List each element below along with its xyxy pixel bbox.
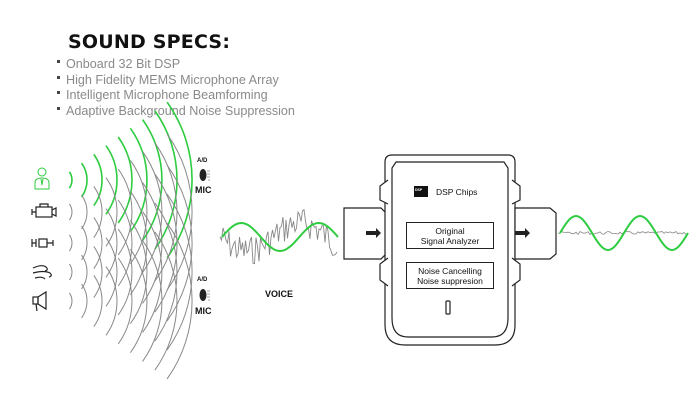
dsp-chip-label: DSP Chips bbox=[436, 187, 478, 197]
noise-wave-arc bbox=[93, 246, 103, 298]
spec-text: Adaptive Background Noise Suppression bbox=[66, 103, 295, 118]
noise-wave-arc bbox=[68, 234, 73, 252]
noise-wave-arc bbox=[81, 283, 88, 319]
sound-wave-arcs bbox=[68, 101, 193, 380]
noise-wave-arc bbox=[105, 208, 118, 278]
noise-wave-arc bbox=[154, 231, 178, 371]
noise-wave-arc bbox=[105, 237, 118, 307]
noise-wave-arc bbox=[105, 266, 118, 336]
noise-wave-arc bbox=[68, 292, 73, 310]
noise-wave-arc bbox=[142, 211, 163, 333]
spec-item: High Fidelity MEMS Microphone Array bbox=[57, 73, 295, 89]
mic-top-icon bbox=[199, 169, 210, 181]
input-arrow-block bbox=[343, 207, 387, 260]
noisy-voice-waveform bbox=[219, 208, 339, 265]
output-arrow-block bbox=[514, 207, 557, 260]
noise-line-2: Noise suppresion bbox=[417, 275, 483, 286]
noise-wave-arc bbox=[105, 177, 118, 247]
spec-text: High Fidelity MEMS Microphone Array bbox=[66, 72, 279, 87]
noise-wave-arc bbox=[117, 168, 133, 256]
noise-wave-arc bbox=[129, 191, 148, 295]
voice-wave-arc bbox=[105, 145, 118, 215]
voice-wave-arc bbox=[129, 127, 148, 233]
noise-wave-arc bbox=[154, 142, 178, 282]
mic-label-top: MIC bbox=[195, 185, 212, 195]
voice-wave-arc bbox=[68, 171, 73, 189]
spec-item: Intelligent Microphone Beamforming bbox=[57, 88, 295, 104]
section-heading: SOUND SPECS: bbox=[68, 31, 231, 53]
bullet-icon bbox=[57, 60, 60, 63]
noise-wave-arc bbox=[93, 217, 103, 269]
signal-analyzer-box: Original Signal Analyzer bbox=[406, 222, 494, 249]
person-icon bbox=[34, 167, 50, 190]
noise-wave-arc bbox=[129, 249, 148, 353]
mic-bottom-icon bbox=[199, 289, 210, 301]
noise-cancelling-box: Noise Cancelling Noise suppresion bbox=[406, 262, 494, 289]
noise-wave-arc bbox=[154, 202, 178, 342]
voice-label: VOICE bbox=[265, 289, 294, 299]
bullet-icon bbox=[57, 106, 60, 110]
noise-wave-arc bbox=[93, 275, 103, 327]
bullet-icon bbox=[57, 91, 60, 94]
dsp-chip-badge: DSP bbox=[415, 188, 423, 192]
spec-text: Onboard 32 Bit DSP bbox=[66, 57, 181, 71]
noise-wave-arc bbox=[166, 193, 193, 351]
ad-label-bottom: A/D bbox=[197, 277, 208, 283]
megaphone-icon bbox=[32, 290, 47, 312]
noise-wave-arc bbox=[117, 257, 133, 345]
noise-wave-arc bbox=[81, 254, 88, 290]
noise-wave-arc bbox=[117, 199, 133, 287]
analyzer-line-1: Original bbox=[435, 225, 465, 236]
noise-wave-arc bbox=[129, 160, 148, 264]
voice-wave-arc bbox=[154, 110, 178, 250]
ad-label-top: A/D bbox=[197, 158, 208, 164]
noise-wave-arc bbox=[166, 222, 193, 380]
dsp-device bbox=[379, 154, 521, 346]
noise-wave-arc bbox=[68, 263, 73, 281]
noise-wave-arc bbox=[81, 225, 88, 261]
spec-item: Adaptive Background Noise Suppression bbox=[57, 104, 295, 120]
output-clean-waveform bbox=[557, 214, 689, 252]
noise-wave-arc bbox=[142, 240, 163, 362]
noise-wave-arc bbox=[68, 203, 73, 221]
wind-icon bbox=[32, 265, 52, 280]
noise-wave-arc bbox=[166, 133, 193, 291]
machine-icon bbox=[31, 238, 54, 248]
noise-wave-arc bbox=[142, 151, 163, 273]
spec-text: Intelligent Microphone Beamforming bbox=[66, 88, 268, 102]
spec-item: Onboard 32 Bit DSP bbox=[57, 57, 295, 73]
voice-wave-arc bbox=[80, 162, 88, 198]
noise-line-1: Noise Cancelling bbox=[418, 265, 482, 276]
voice-wave-arc bbox=[117, 136, 133, 224]
dsp-chip-icon bbox=[414, 186, 428, 197]
analyzer-line-2: Signal Analyzer bbox=[420, 235, 480, 246]
voice-wave-arc bbox=[141, 119, 163, 241]
noise-wave-arc bbox=[129, 220, 148, 324]
spec-list: Onboard 32 Bit DSP High Fidelity MEMS Mi… bbox=[57, 57, 295, 119]
noise-wave-arc bbox=[166, 164, 193, 322]
noise-wave-arc bbox=[93, 186, 103, 238]
voice-wave-arc bbox=[93, 153, 103, 207]
mic-label-bottom: MIC bbox=[195, 306, 212, 316]
noise-wave-arc bbox=[154, 173, 178, 313]
voice-wave-arc bbox=[166, 101, 193, 259]
noise-wave-arc bbox=[117, 228, 133, 316]
noise-wave-arc bbox=[81, 194, 88, 230]
engine-icon bbox=[31, 203, 57, 218]
bullet-icon bbox=[57, 75, 60, 79]
